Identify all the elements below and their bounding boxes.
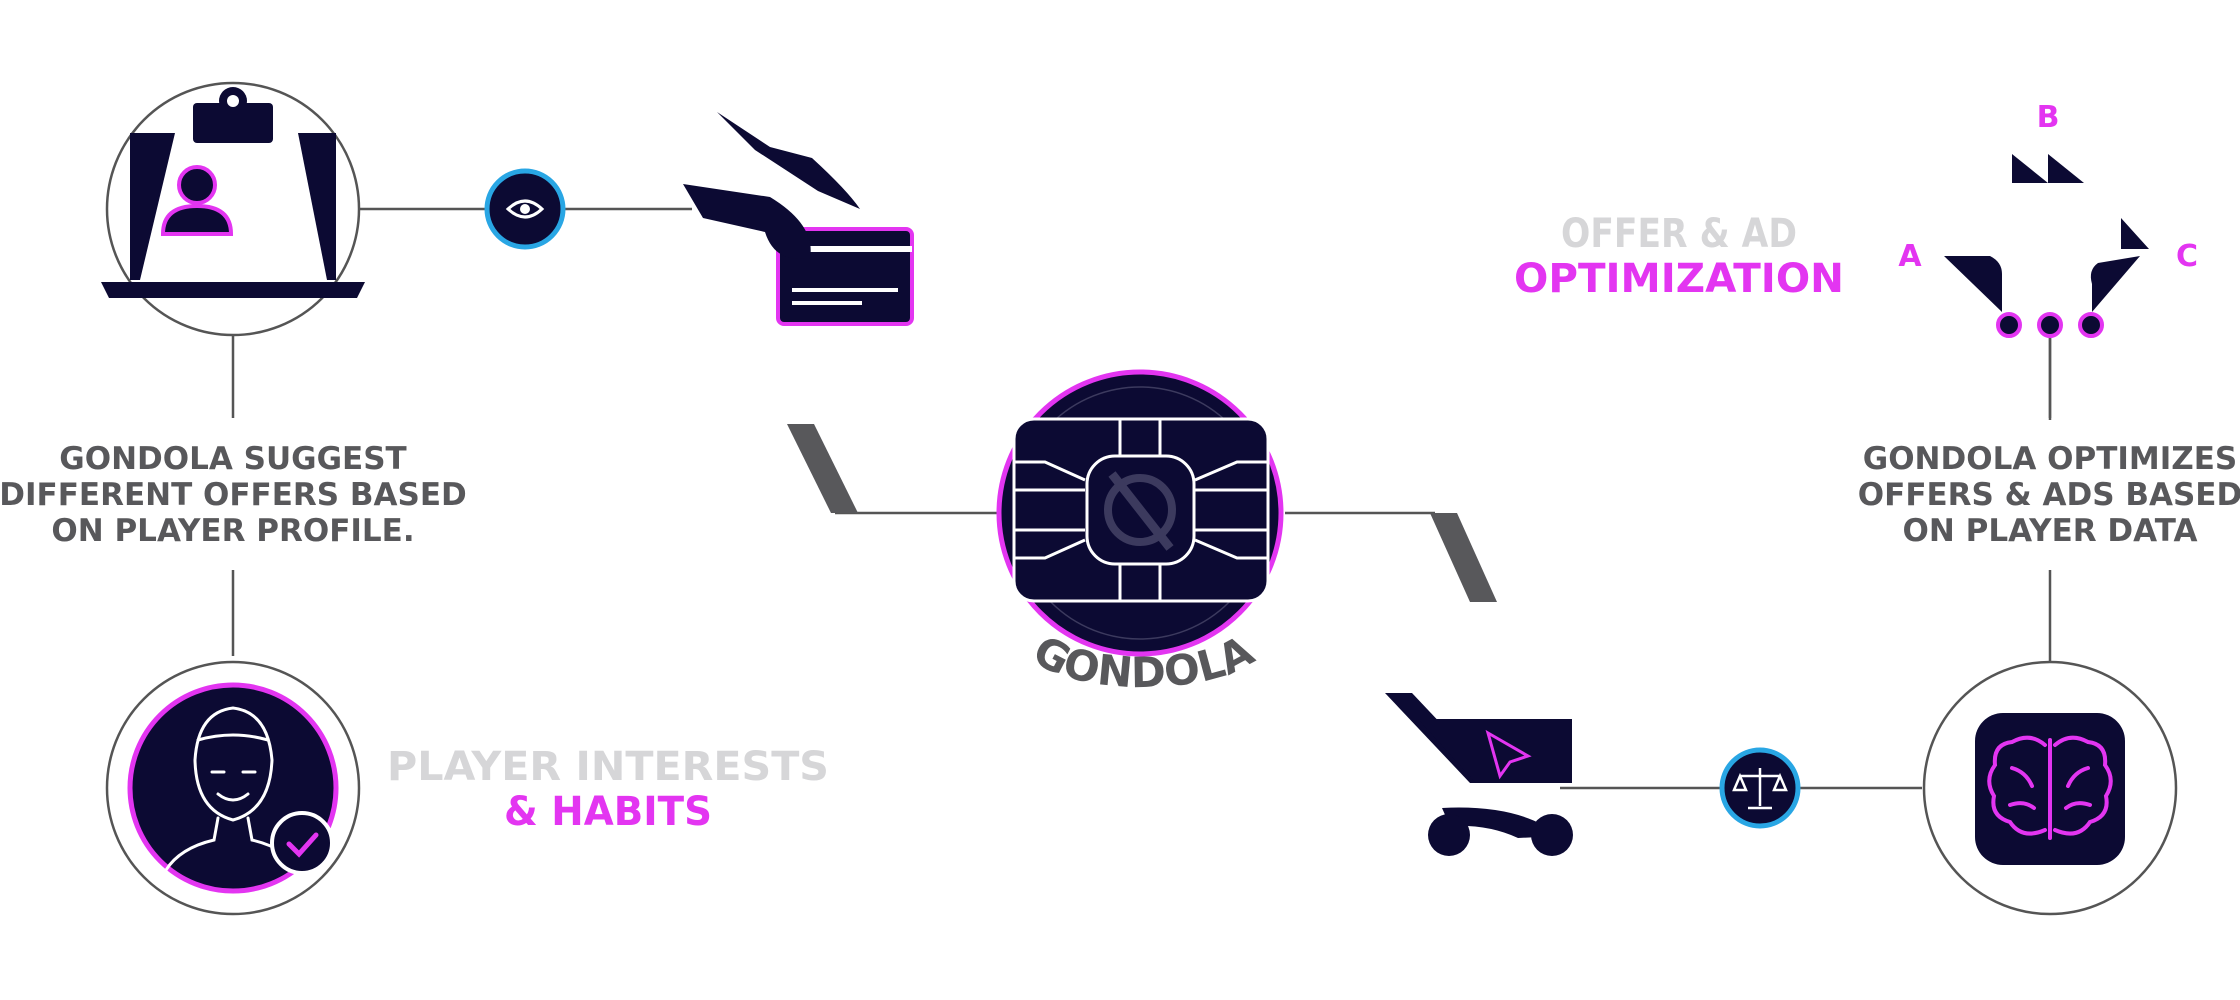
right-text-line-1: GONDOLA OPTIMIZES bbox=[1863, 441, 2237, 477]
optimization-title-line-1: OFFER & AD bbox=[1561, 211, 1797, 257]
right-text-line-2: OFFERS & ADS BASED bbox=[1858, 477, 2240, 513]
check-icon bbox=[270, 811, 334, 875]
gondola-chip-icon bbox=[996, 369, 1284, 657]
interests-title-line-1: PLAYER INTERESTS bbox=[387, 744, 829, 790]
scale-icon bbox=[1719, 747, 1801, 829]
shopping-cart-icon bbox=[1385, 693, 1573, 856]
brain-icon bbox=[1922, 660, 2178, 916]
optimization-title-line-2: OPTIMIZATION bbox=[1514, 256, 1844, 302]
hand-card-icon bbox=[683, 112, 914, 326]
variant-label-c: C bbox=[2176, 239, 2198, 274]
connector-slants bbox=[787, 424, 1497, 602]
left-text-line-1: GONDOLA SUGGEST bbox=[59, 441, 406, 477]
laptop-profile-icon bbox=[101, 81, 365, 337]
left-text-line-3: ON PLAYER PROFILE. bbox=[51, 513, 414, 549]
right-text-line-3: ON PLAYER DATA bbox=[1903, 513, 2198, 549]
variant-label-b: B bbox=[2037, 100, 2060, 135]
interests-title-line-2: & HABITS bbox=[504, 789, 712, 835]
connector-lines bbox=[231, 207, 2052, 790]
player-face-icon bbox=[105, 660, 361, 916]
variant-label-a: A bbox=[1898, 239, 1922, 274]
eye-icon bbox=[484, 168, 566, 250]
left-text-line-2: DIFFERENT OFFERS BASED bbox=[0, 477, 467, 513]
ab-test-arrows-icon bbox=[1944, 154, 2149, 420]
